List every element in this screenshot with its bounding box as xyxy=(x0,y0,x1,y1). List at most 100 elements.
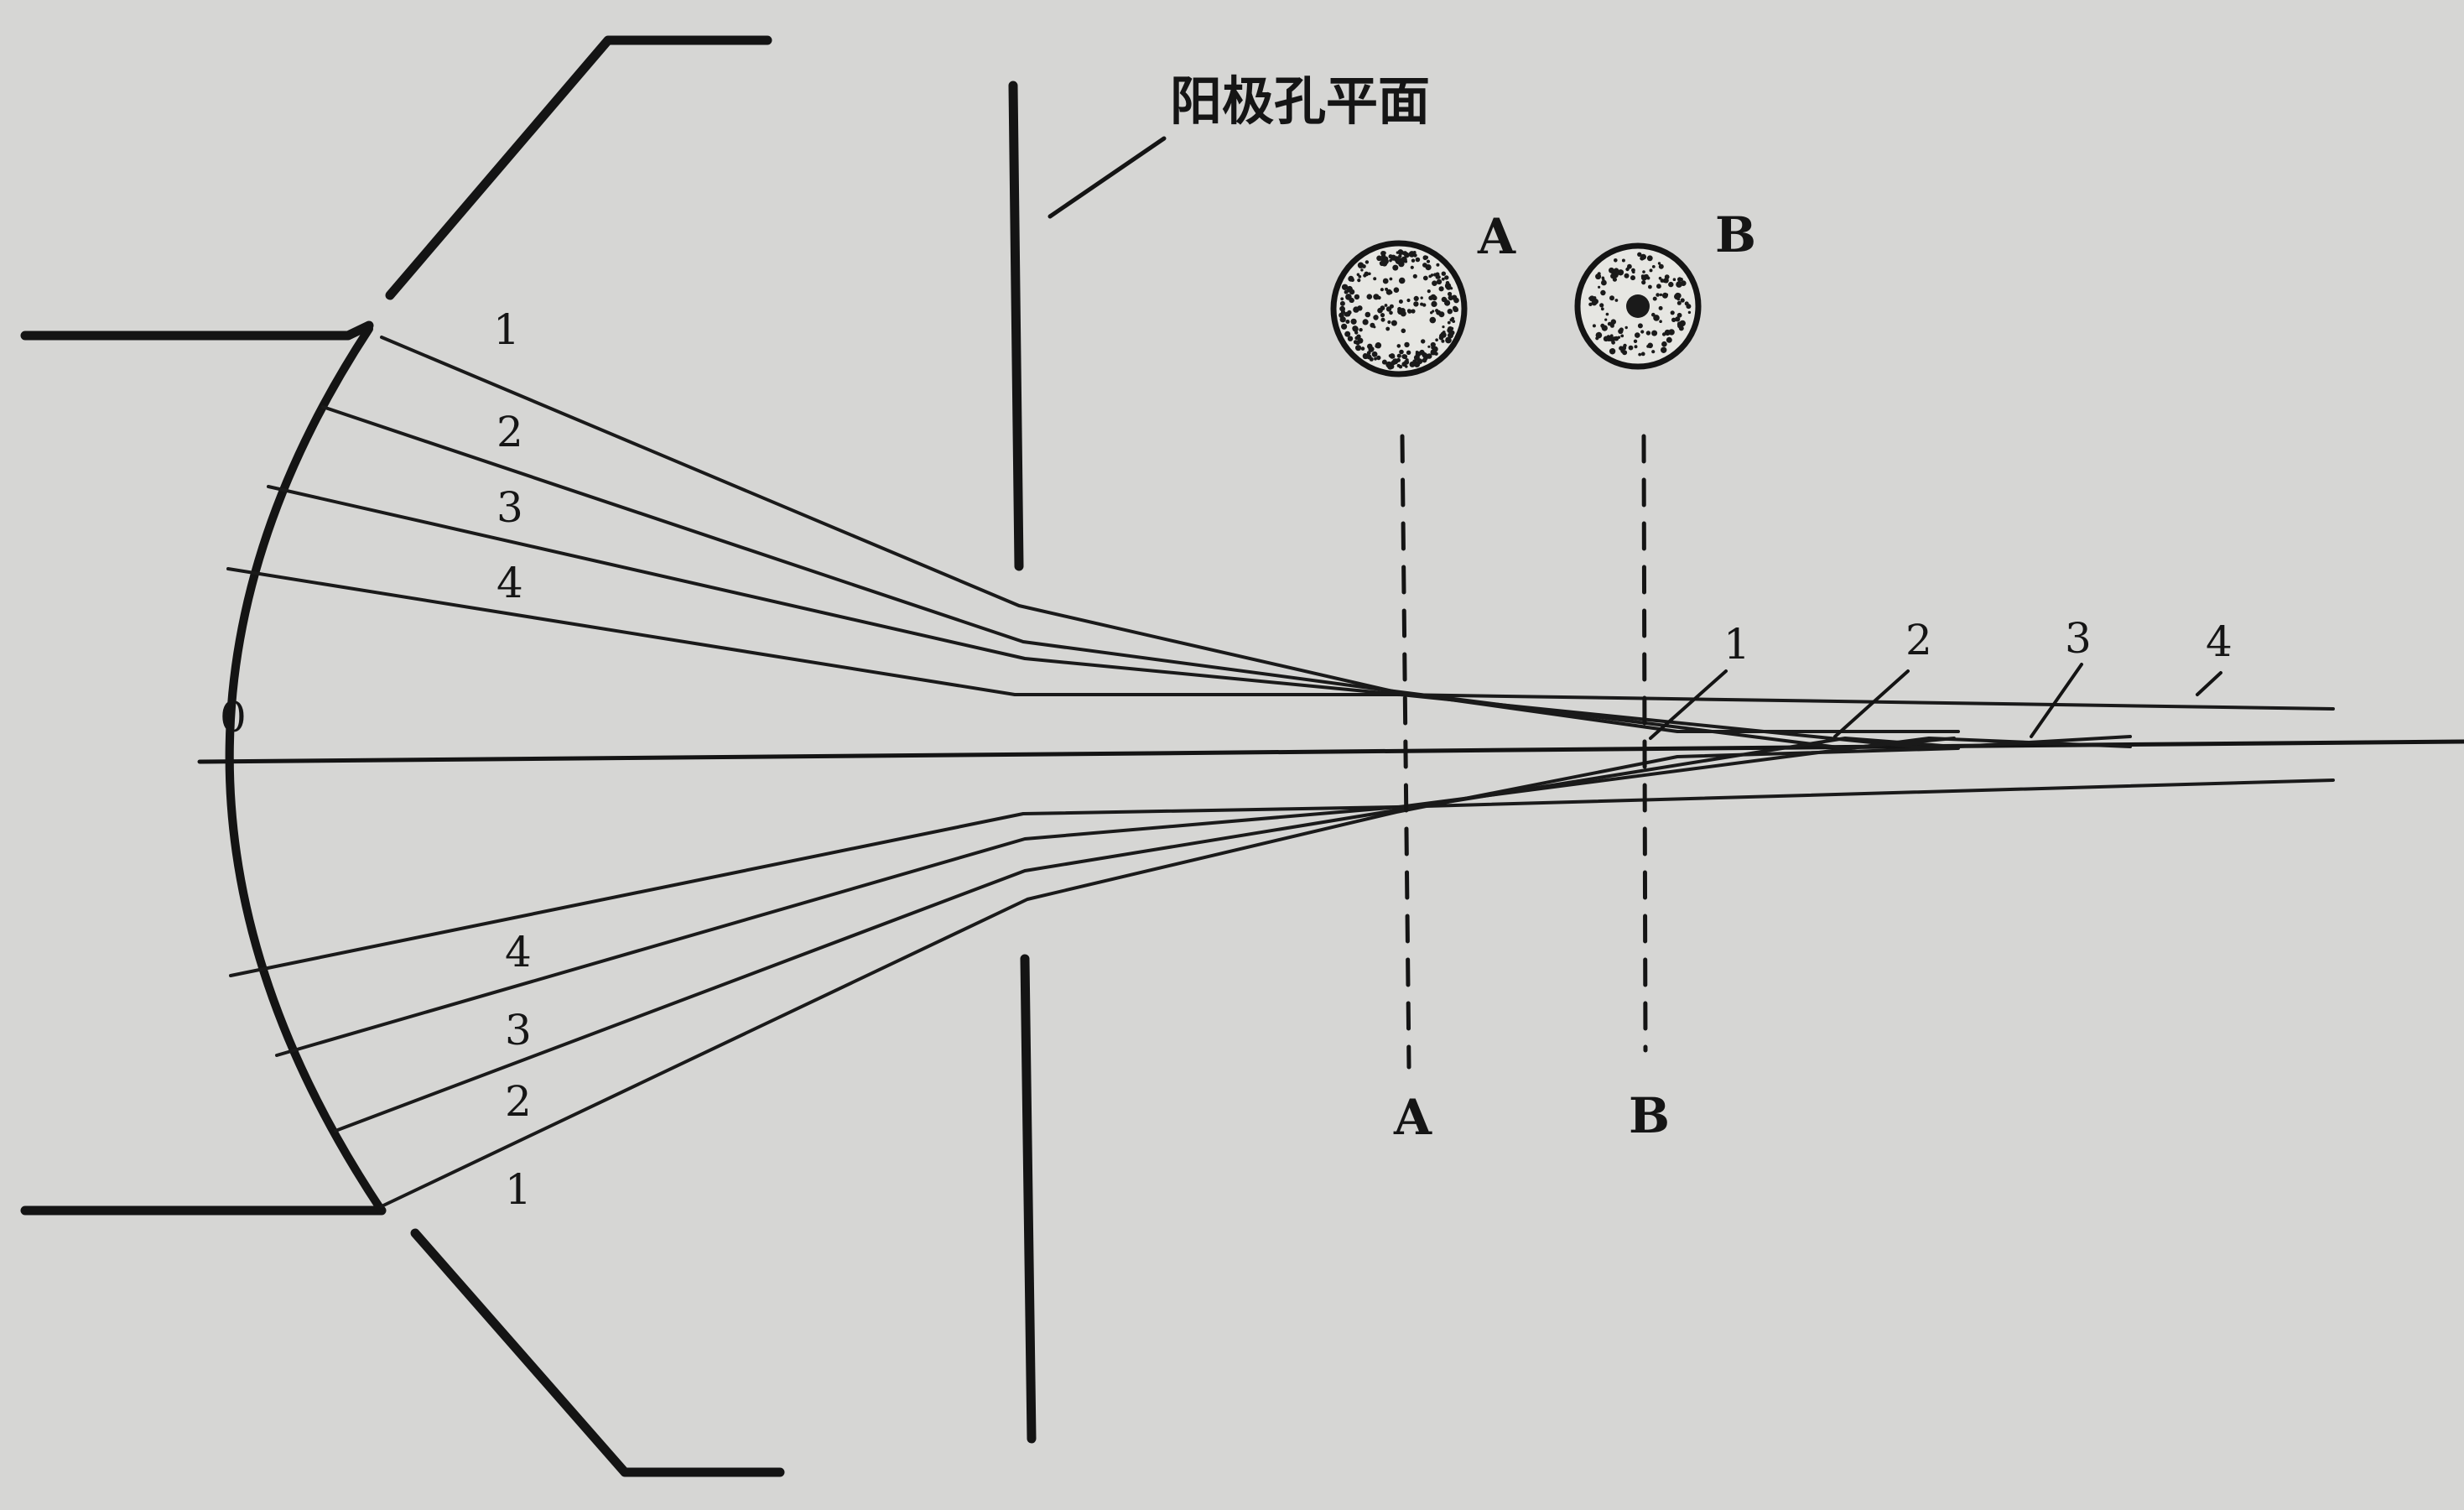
stipple-dot xyxy=(1445,281,1450,285)
stipple-dot xyxy=(1660,279,1665,283)
stipple-dot xyxy=(1684,301,1689,306)
stipple-dot xyxy=(1406,350,1411,355)
cathode-top-flange xyxy=(20,320,374,341)
stipple-dot xyxy=(1645,331,1651,336)
stipple-dot xyxy=(1592,324,1596,328)
beam-spot-a: A xyxy=(1330,208,1516,378)
stipple-dot xyxy=(1640,351,1645,357)
stipple-dot xyxy=(1448,332,1453,339)
stipple-dot xyxy=(1680,298,1685,303)
stipple-dot xyxy=(1355,345,1362,351)
stipple-dot xyxy=(1384,304,1388,307)
crossover-labels: 1 2 3 4 xyxy=(1649,614,2233,740)
stipple-dot xyxy=(1601,279,1607,286)
stipple-dot xyxy=(1385,361,1392,368)
stipple-dot xyxy=(1652,296,1657,301)
stipple-dot xyxy=(1658,305,1663,310)
stipple-dot xyxy=(1369,346,1375,351)
stipple-dot xyxy=(1441,296,1448,303)
stipple-dot xyxy=(1429,316,1437,324)
stipple-dot xyxy=(1440,331,1447,337)
stipple-dot xyxy=(1413,301,1419,307)
stipple-dot xyxy=(1642,270,1645,273)
lower-focus-electrode xyxy=(410,1228,785,1477)
stipple-dot xyxy=(1448,291,1453,297)
stipple-dot xyxy=(1651,265,1656,268)
stipple-dot xyxy=(1347,310,1352,315)
stipple-dot xyxy=(1648,284,1652,289)
stipple-dot xyxy=(1380,251,1386,256)
stipple-dot xyxy=(1344,331,1351,337)
crossover-leader-1 xyxy=(1649,669,1728,740)
stipple-dot xyxy=(1441,339,1445,343)
stipple-dot xyxy=(1600,307,1604,311)
stipple-dot xyxy=(1647,342,1653,349)
stipple-dot xyxy=(1620,334,1624,338)
stipple-dot xyxy=(1422,357,1427,363)
stipple-dot xyxy=(1633,339,1638,343)
stipple-dot xyxy=(1421,339,1426,344)
stipple-dot xyxy=(1433,273,1437,277)
stipple-dot xyxy=(1442,325,1445,329)
ray-label-lower-3: 3 xyxy=(505,1006,532,1054)
stipple-dot xyxy=(1362,319,1369,325)
axis-zero-label: 0 xyxy=(220,693,247,742)
stipple-dot xyxy=(1599,303,1604,308)
stipple-dot xyxy=(1676,297,1681,301)
stipple-dot xyxy=(1641,280,1646,285)
stipple-dot xyxy=(1411,258,1416,263)
stipple-dot xyxy=(1341,284,1349,290)
stipple-dot xyxy=(1640,274,1648,281)
stipple-dot xyxy=(1672,278,1676,282)
stipple-dot xyxy=(1432,280,1437,287)
ray-label-upper-4: 4 xyxy=(496,559,523,607)
stipple-dot xyxy=(1415,257,1421,263)
stipple-dot xyxy=(1665,293,1669,297)
stipple-dot xyxy=(1391,320,1397,326)
anode-plates: 阳极孔平面 xyxy=(1008,70,1430,1444)
stipple-dot xyxy=(1348,275,1354,282)
stipple-dot xyxy=(1422,275,1428,281)
stipple-dot xyxy=(1609,267,1614,273)
stipple-dot xyxy=(1389,353,1396,359)
anode-upper-plate xyxy=(1008,81,1024,571)
stipple-dot xyxy=(1651,330,1658,336)
stipple-dot xyxy=(1430,341,1436,348)
lower-rays xyxy=(229,737,2335,1208)
stipple-dot xyxy=(1360,268,1364,272)
stipple-dot xyxy=(1453,306,1458,313)
stipple-dot xyxy=(1438,286,1444,292)
cathode-electrode xyxy=(20,35,785,1477)
stipple-dot xyxy=(1661,332,1666,336)
stipple-dot xyxy=(1420,296,1423,299)
ray-label-upper-1: 1 xyxy=(493,305,520,354)
stipple-dot xyxy=(1380,258,1385,263)
stipple-dot xyxy=(1687,310,1692,315)
lower-ray-2 xyxy=(334,737,1956,1132)
stipple-dot xyxy=(1406,298,1411,303)
stipple-dot xyxy=(1450,326,1454,331)
stipple-dot xyxy=(1448,294,1453,301)
stipple-dot xyxy=(1434,351,1438,356)
stipple-dot xyxy=(1646,255,1653,262)
stipple-dot xyxy=(1401,328,1406,334)
observation-planes: A B xyxy=(1393,434,1670,1146)
stipple-dot xyxy=(1680,280,1687,286)
stipple-dot xyxy=(1346,285,1353,293)
stipple-dot xyxy=(1640,330,1645,334)
stipple-dot xyxy=(1369,357,1374,362)
stipple-dot xyxy=(1410,265,1414,269)
stipple-dot xyxy=(1345,320,1350,324)
stipple-dot xyxy=(1603,336,1609,342)
stipple-dot xyxy=(1600,289,1606,296)
stipple-dot xyxy=(1396,344,1401,348)
anode-lower-plate xyxy=(1020,954,1037,1444)
stipple-dot xyxy=(1678,325,1684,331)
crossover-leader-3 xyxy=(2030,663,2083,738)
stipple-dot xyxy=(1447,309,1453,315)
stipple-dot xyxy=(1670,310,1675,315)
stipple-dot xyxy=(1441,271,1447,276)
stipple-dot xyxy=(1400,308,1406,314)
stipple-dot xyxy=(1598,285,1601,289)
